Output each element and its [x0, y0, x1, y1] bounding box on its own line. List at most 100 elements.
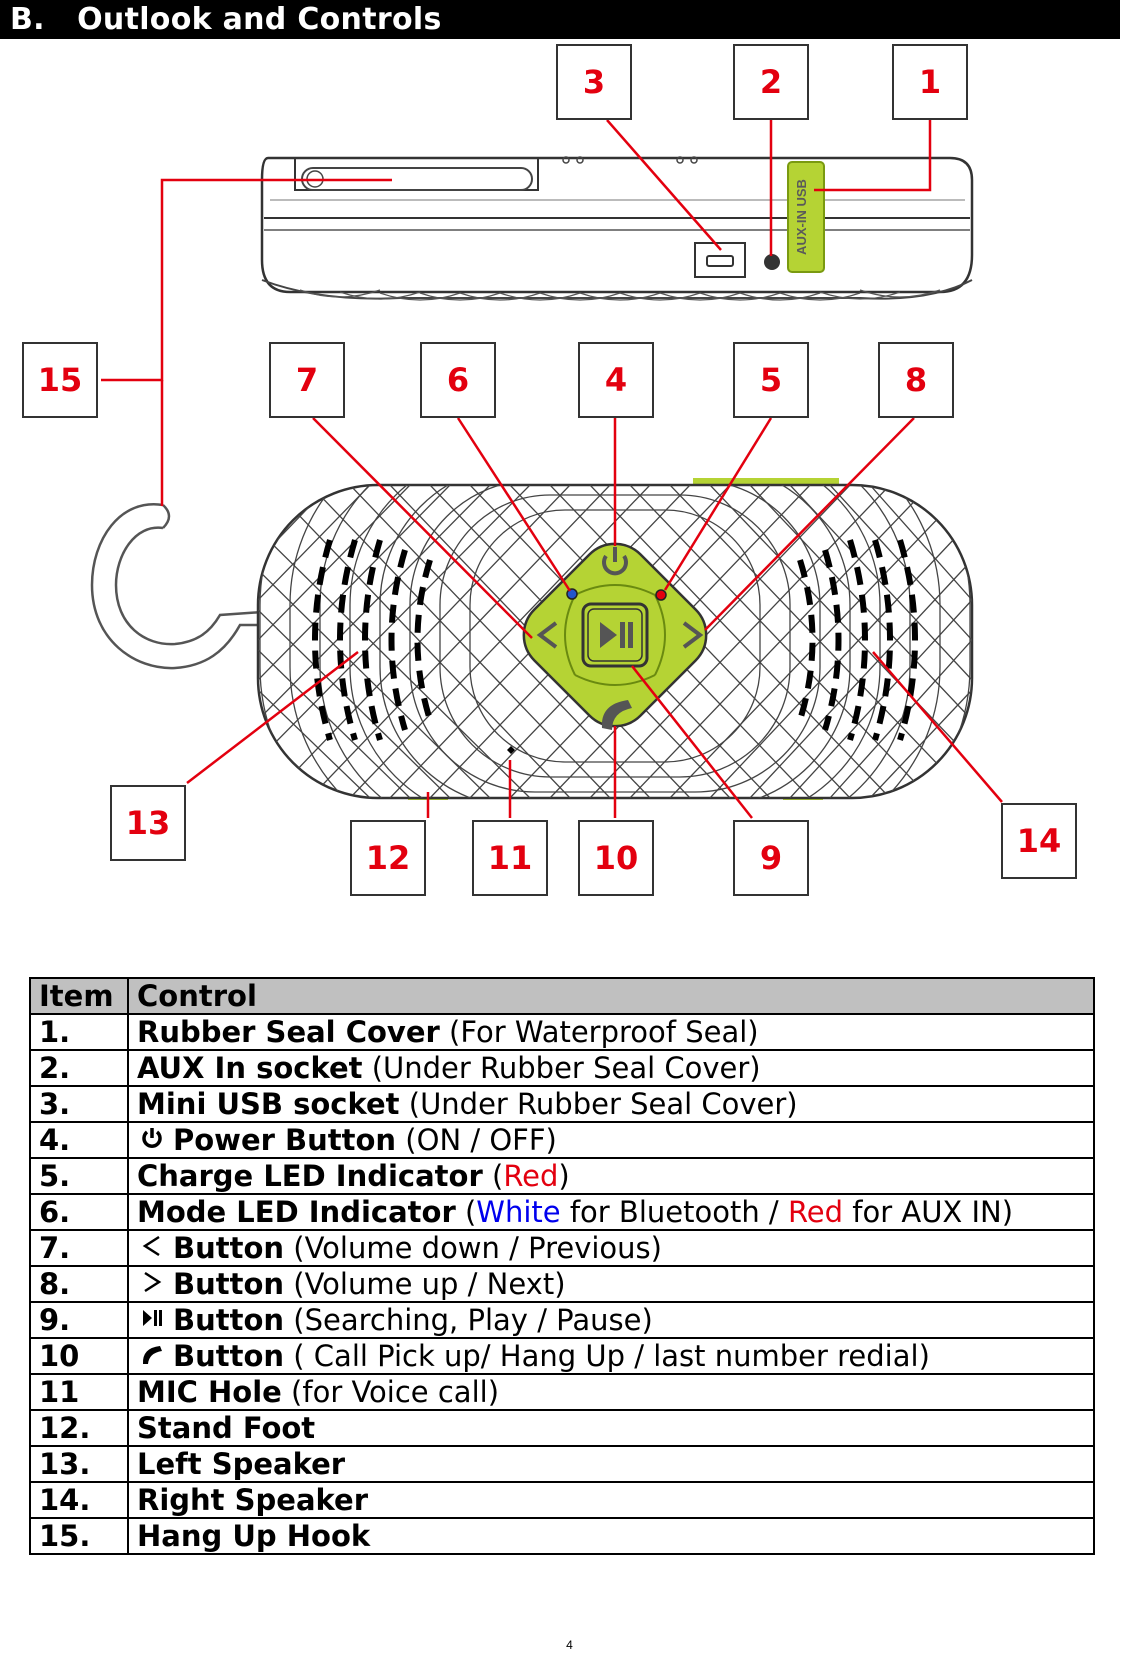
device-illustration: AUX-IN USB — [90, 119, 1003, 819]
table-row: 7. Button (Volume down / Previous) — [29, 1229, 1095, 1267]
control-desc: (Volume up / Next) — [284, 1267, 566, 1301]
callout-1: 1 — [892, 44, 968, 120]
phone-icon — [137, 1339, 167, 1373]
row-item: 12. — [29, 1409, 129, 1447]
control-name: Button — [173, 1231, 285, 1265]
control-name: Button — [173, 1303, 285, 1337]
control-name: Charge LED Indicator — [137, 1159, 483, 1193]
control-name: Left Speaker — [137, 1447, 346, 1481]
table-row: 8. Button (Volume up / Next) — [29, 1265, 1095, 1303]
row-item: 4. — [29, 1121, 129, 1159]
row-control: Power Button (ON / OFF) — [127, 1121, 1095, 1159]
row-item: 3. — [29, 1085, 129, 1123]
front-view — [90, 478, 974, 800]
callout-15: 15 — [22, 342, 98, 418]
row-item: 8. — [29, 1265, 129, 1303]
row-item: 11 — [29, 1373, 129, 1411]
row-control: Hang Up Hook — [127, 1517, 1095, 1555]
callout-9: 9 — [733, 820, 809, 896]
row-item: 10 — [29, 1337, 129, 1375]
table-row: 14. Right Speaker — [29, 1481, 1095, 1519]
blue-text: White — [476, 1195, 561, 1229]
control-desc: ( Call Pick up/ Hang Up / last number re… — [284, 1339, 930, 1373]
callout-4: 4 — [578, 342, 654, 418]
controls-table: Item Control 1. Rubber Seal Cover (For W… — [29, 977, 1095, 1555]
row-control: MIC Hole (for Voice call) — [127, 1373, 1095, 1411]
row-control: Stand Foot — [127, 1409, 1095, 1447]
control-desc: (ON / OFF) — [396, 1123, 557, 1157]
row-control: Button (Volume down / Previous) — [127, 1229, 1095, 1267]
table-row: 1. Rubber Seal Cover (For Waterproof Sea… — [29, 1013, 1095, 1051]
device-diagram: AUX-IN USB — [0, 40, 1139, 950]
control-name: Hang Up Hook — [137, 1519, 371, 1553]
aux-usb-label: AUX-IN USB — [794, 179, 809, 255]
control-desc: (Under Rubber Seal Cover) — [399, 1087, 798, 1121]
table-header-row: Item Control — [29, 977, 1095, 1015]
control-desc: (for Voice call) — [281, 1375, 500, 1409]
control-name: MIC Hole — [137, 1375, 282, 1409]
play-pause-icon — [137, 1303, 167, 1337]
table-row: 6. Mode LED Indicator (White for Bluetoo… — [29, 1193, 1095, 1231]
control-desc-mid: for Bluetooth / — [560, 1195, 788, 1229]
table-row: 2. AUX In socket (Under Rubber Seal Cove… — [29, 1049, 1095, 1087]
callout-6: 6 — [420, 342, 496, 418]
control-name: Rubber Seal Cover — [137, 1015, 440, 1049]
control-desc: (For Waterproof Seal) — [439, 1015, 759, 1049]
control-desc: (Searching, Play / Pause) — [284, 1303, 653, 1337]
row-control: Button (Volume up / Next) — [127, 1265, 1095, 1303]
callout-5: 5 — [733, 342, 809, 418]
row-control: Button (Searching, Play / Pause) — [127, 1301, 1095, 1339]
control-desc: (Volume down / Previous) — [284, 1231, 662, 1265]
power-icon — [137, 1123, 167, 1157]
top-view: AUX-IN USB — [260, 156, 974, 301]
table-row: 3. Mini USB socket (Under Rubber Seal Co… — [29, 1085, 1095, 1123]
row-control: Charge LED Indicator (Red) — [127, 1157, 1095, 1195]
callout-2: 2 — [733, 44, 809, 120]
table-row: 5. Charge LED Indicator (Red) — [29, 1157, 1095, 1195]
control-name: Stand Foot — [137, 1411, 316, 1445]
callout-14: 14 — [1001, 803, 1077, 879]
control-name: Mini USB socket — [137, 1087, 400, 1121]
chevron-left-icon — [137, 1231, 167, 1265]
section-title-text: Outlook and Controls — [77, 2, 442, 37]
row-item: 6. — [29, 1193, 129, 1231]
control-desc-end: for AUX IN) — [843, 1195, 1014, 1229]
control-name: Right Speaker — [137, 1483, 368, 1517]
control-name: Power Button — [173, 1123, 397, 1157]
callout-lines — [101, 119, 1003, 819]
row-control: Right Speaker — [127, 1481, 1095, 1519]
control-name: Button — [173, 1267, 285, 1301]
row-control: AUX In socket (Under Rubber Seal Cover) — [127, 1049, 1095, 1087]
table-row: 4. Power Button (ON / OFF) — [29, 1121, 1095, 1159]
row-item: 15. — [29, 1517, 129, 1555]
row-item: 7. — [29, 1229, 129, 1267]
table-row: 11 MIC Hole (for Voice call) — [29, 1373, 1095, 1411]
row-item: 14. — [29, 1481, 129, 1519]
header-control: Control — [127, 977, 1095, 1015]
red-text: Red — [787, 1195, 844, 1229]
table-row: 13. Left Speaker — [29, 1445, 1095, 1483]
row-item: 5. — [29, 1157, 129, 1195]
control-name: Button — [173, 1339, 285, 1373]
section-title: B. Outlook and Controls — [10, 2, 442, 37]
row-control: Rubber Seal Cover (For Waterproof Seal) — [127, 1013, 1095, 1051]
callout-13: 13 — [110, 785, 186, 861]
red-text: Red — [503, 1159, 559, 1193]
callout-12: 12 — [350, 820, 426, 896]
row-control: Mode LED Indicator (White for Bluetooth … — [127, 1193, 1095, 1231]
table-row: 15. Hang Up Hook — [29, 1517, 1095, 1555]
header-item: Item — [29, 977, 129, 1015]
row-control: Button ( Call Pick up/ Hang Up / last nu… — [127, 1337, 1095, 1375]
page-number: 4 — [566, 1638, 573, 1652]
chevron-right-icon — [137, 1267, 167, 1301]
callout-7: 7 — [269, 342, 345, 418]
control-desc-end: ) — [558, 1159, 570, 1193]
row-item: 1. — [29, 1013, 129, 1051]
callout-3: 3 — [556, 44, 632, 120]
control-name: AUX In socket — [137, 1051, 363, 1085]
table-row: 9. Button (Searching, Play / Pause) — [29, 1301, 1095, 1339]
row-control: Left Speaker — [127, 1445, 1095, 1483]
row-item: 2. — [29, 1049, 129, 1087]
control-desc: ( — [455, 1195, 477, 1229]
row-item: 13. — [29, 1445, 129, 1483]
